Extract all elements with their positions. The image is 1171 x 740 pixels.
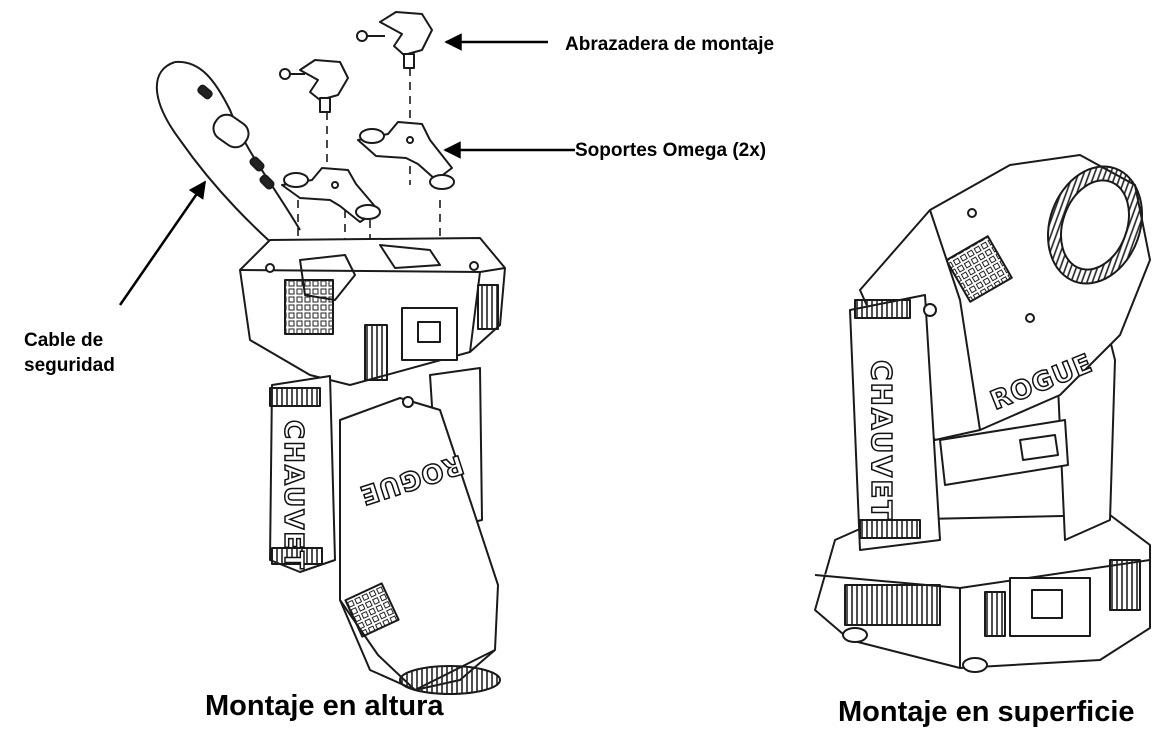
safety-cable-label-line1: Cable de <box>24 330 104 351</box>
omega-bracket-1 <box>281 167 381 223</box>
safety-cable <box>155 60 301 269</box>
surface-fixture <box>814 154 1151 673</box>
surface-yoke-arm-left <box>849 294 941 551</box>
omega-bracket-2 <box>357 121 455 190</box>
surface-base <box>814 514 1151 673</box>
overhead-base <box>239 237 506 386</box>
surface-head <box>859 154 1151 441</box>
clamp-label: Abrazadera de montaje <box>565 34 775 55</box>
overhead-mount-caption: Montaje en altura <box>205 690 444 722</box>
surface-mount-caption: Montaje en superficie <box>838 696 1135 728</box>
safety-cable-label-line2: seguridad <box>24 355 115 376</box>
mounting-clamp-2 <box>356 11 433 69</box>
surface-yoke-cross <box>939 419 1069 486</box>
overhead-head <box>339 396 501 695</box>
overhead-brand-chauvet: CHAUVET <box>278 420 308 571</box>
cable-callout-arrow <box>118 180 207 306</box>
surface-brand-chauvet: CHAUVET <box>865 360 898 521</box>
mounting-clamp-1 <box>279 59 349 113</box>
omega-brackets-label: Soportes Omega (2x) <box>575 140 767 161</box>
safety-cable-label: Cable de seguridad <box>24 328 184 378</box>
overhead-fixture <box>155 11 506 695</box>
overhead-yoke-arm <box>269 375 336 573</box>
